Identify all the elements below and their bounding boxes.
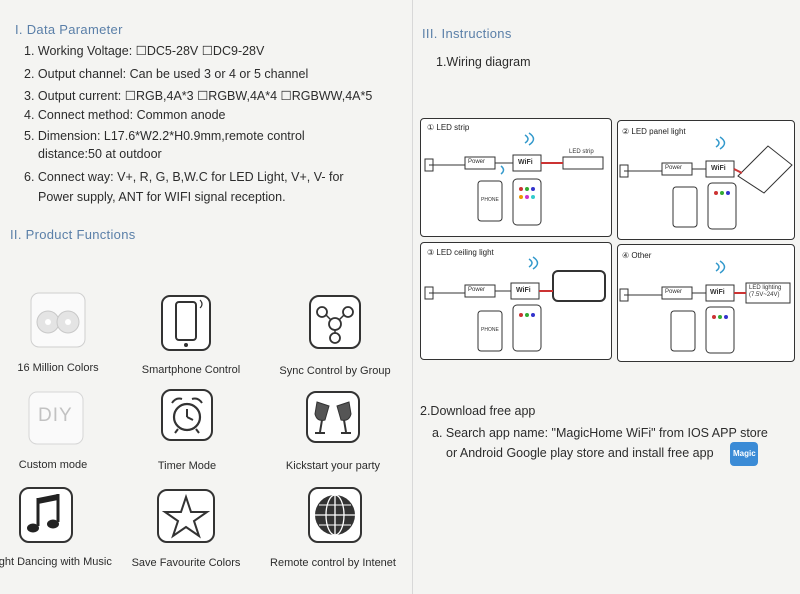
instructions-heading: III. Instructions xyxy=(422,26,512,41)
feature-label-smartphone: Smartphone Control xyxy=(141,364,241,376)
app-badge-text: Magic xyxy=(733,449,756,458)
param-channel: 2. Output channel: Can be used 3 or 4 or… xyxy=(24,67,309,81)
param-connect-method: 4. Connect method: Common anode xyxy=(24,108,226,122)
diy-icon: DIY xyxy=(28,391,84,445)
download-line-2: or Android Google play store and install… xyxy=(446,446,714,460)
feature-label-favourite: Save Favourite Colors xyxy=(131,557,241,569)
feature-label-colors: 16 Million Colors xyxy=(17,362,99,374)
power-label: Power xyxy=(665,165,683,171)
power-label: Power xyxy=(468,287,486,293)
star-icon xyxy=(156,488,216,544)
diagram-title: ① LED strip xyxy=(427,123,470,132)
param-connect-way: 6. Connect way: V+, R, G, B,W.C for LED … xyxy=(24,170,344,184)
load-label: LED strip xyxy=(569,149,594,155)
cheers-icon xyxy=(305,390,361,444)
smartphone-icon xyxy=(160,294,212,352)
load-label: LED lighting (7.5V~24V) xyxy=(749,285,782,298)
product-functions-heading: II. Product Functions xyxy=(10,227,136,242)
wifi-label: WiFi xyxy=(518,159,533,166)
feature-label-remote: Remote control by Intenet xyxy=(270,557,396,569)
diagram-title: ③ LED ceiling light xyxy=(427,248,494,257)
magichome-app-icon: Magic xyxy=(730,442,758,466)
wifi-label: WiFi xyxy=(711,165,726,172)
alarm-clock-icon xyxy=(160,388,214,442)
data-parameter-heading: I. Data Parameter xyxy=(15,22,123,37)
feature-label-music: Light Dancing with Music xyxy=(0,556,112,568)
diagram-led-ceiling: ③ LED ceiling light Power WiFi PHONE xyxy=(420,242,612,360)
group-sync-icon xyxy=(308,294,362,350)
feature-label-sync: Sync Control by Group xyxy=(279,365,391,377)
diagram-other: ④ Other Power WiFi LED lighting (7.5V~24… xyxy=(617,244,795,362)
diagram-title: ④ Other xyxy=(622,251,652,260)
param-dimension: 5. Dimension: L17.6*W2.2*H0.9mm,remote c… xyxy=(24,129,305,143)
phone-label: PHONE xyxy=(481,197,499,203)
power-label: Power xyxy=(665,289,683,295)
wifi-label: WiFi xyxy=(710,289,725,296)
diagram-title: ② LED panel light xyxy=(622,127,686,136)
feature-label-timer: Timer Mode xyxy=(157,460,217,472)
page-fold xyxy=(412,0,413,594)
feature-label-party: Kickstart your party xyxy=(285,460,381,472)
diagram-led-panel: ② LED panel light Power WiFi xyxy=(617,120,795,240)
param-distance: distance:50 at outdoor xyxy=(38,147,162,161)
power-label: Power xyxy=(468,159,486,165)
color-wheel-icon xyxy=(30,292,86,348)
phone-label: PHONE xyxy=(481,327,499,333)
param-voltage: 1. Working Voltage: ☐DC5-28V ☐DC9-28V xyxy=(24,44,265,58)
diy-icon-text: DIY xyxy=(38,405,73,426)
download-line-1: a. Search app name: "MagicHome WiFi" fro… xyxy=(432,426,768,440)
music-note-icon xyxy=(18,486,74,544)
wifi-label: WiFi xyxy=(516,287,531,294)
feature-label-custom: Custom mode xyxy=(18,459,88,471)
param-current: 3. Output current: ☐RGB,4A*3 ☐RGBW,4A*4 … xyxy=(24,89,373,103)
download-title: 2.Download free app xyxy=(420,404,536,418)
globe-icon xyxy=(307,486,363,544)
diagram-led-strip: ① LED strip Power WiFi LED strip PHONE xyxy=(420,118,612,237)
wiring-diagram-title: 1.Wiring diagram xyxy=(436,55,531,69)
param-power-supply: Power supply, ANT for WIFI signal recept… xyxy=(38,190,286,204)
